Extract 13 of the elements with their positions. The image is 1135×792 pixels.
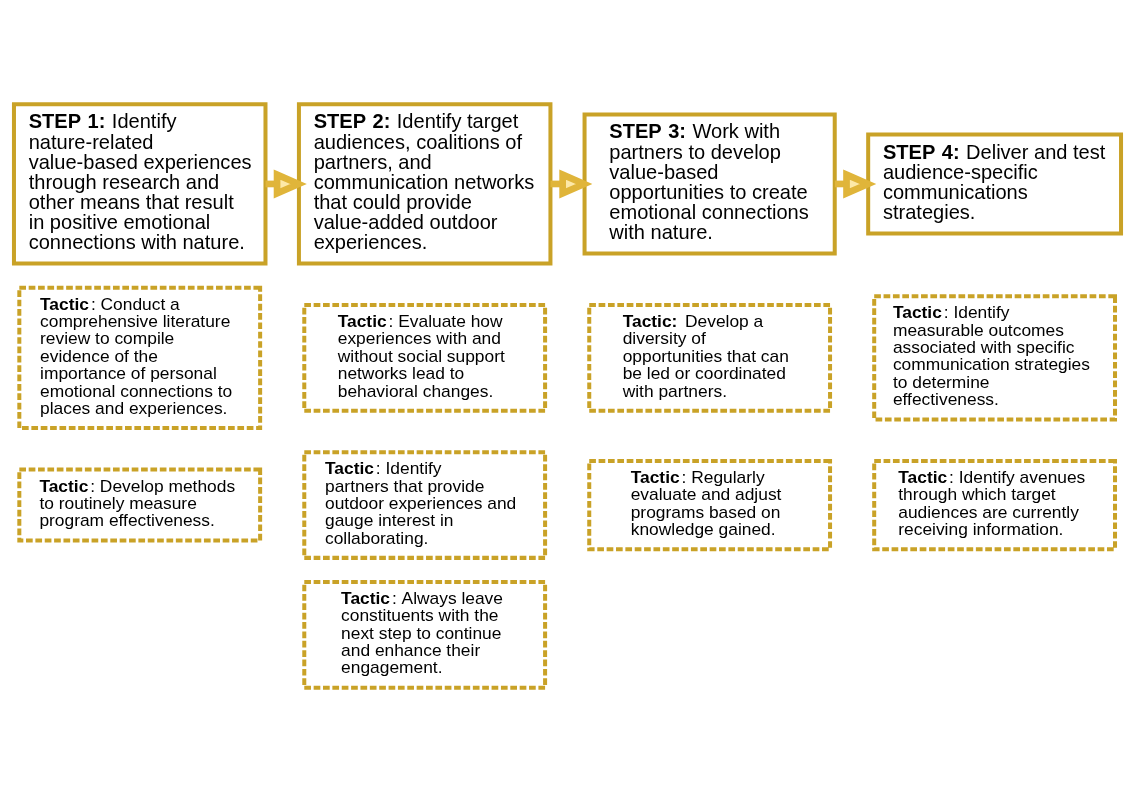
node-box: Tactic: Identify measurable outcomes associated with specific communication strategies to determine effectiveness. bbox=[872, 294, 1117, 422]
node-box: Tactic: Identify partners that provide outdoor experiences and gauge interest in collaborating. bbox=[302, 450, 548, 560]
node-box: Tactic: Regularly evaluate and adjust programs based on knowledge gained. bbox=[587, 458, 833, 552]
node-box: STEP 2: Identify target audiences, coalitions of partners, and communication networks that could provide value-added outdoor experiences. bbox=[296, 102, 553, 266]
node-box: Tactic: Identify avenues through which target audiences are currently receiving information. bbox=[872, 458, 1117, 552]
node-box: Tactic: Evaluate how experiences with and without social support networks lead to behavioral changes. bbox=[302, 303, 548, 413]
node-box: Tactic: Develop a diversity of opportunities that can be led or coordinated with partners. bbox=[587, 303, 833, 413]
node-box: Tactic: Always leave constituents with the next step to continue and enhance their engagement. bbox=[302, 579, 548, 690]
node-box: STEP 4: Deliver and test audience-specific communications strategies. bbox=[866, 132, 1124, 236]
node-box: Tactic: Conduct a comprehensive literature review to compile evidence of the importance of personal emotional connections to places and experiences. bbox=[17, 285, 263, 431]
node-box: Tactic: Develop methods to routinely measure program effectiveness. bbox=[17, 467, 263, 543]
node-box: STEP 3: Work with partners to develop value-based opportunities to create emotional connections with nature. bbox=[582, 112, 837, 256]
node-box: STEP 1: Identify nature-related value-based experiences through research and other means that result in positive emotional connections with nature. bbox=[11, 102, 268, 266]
